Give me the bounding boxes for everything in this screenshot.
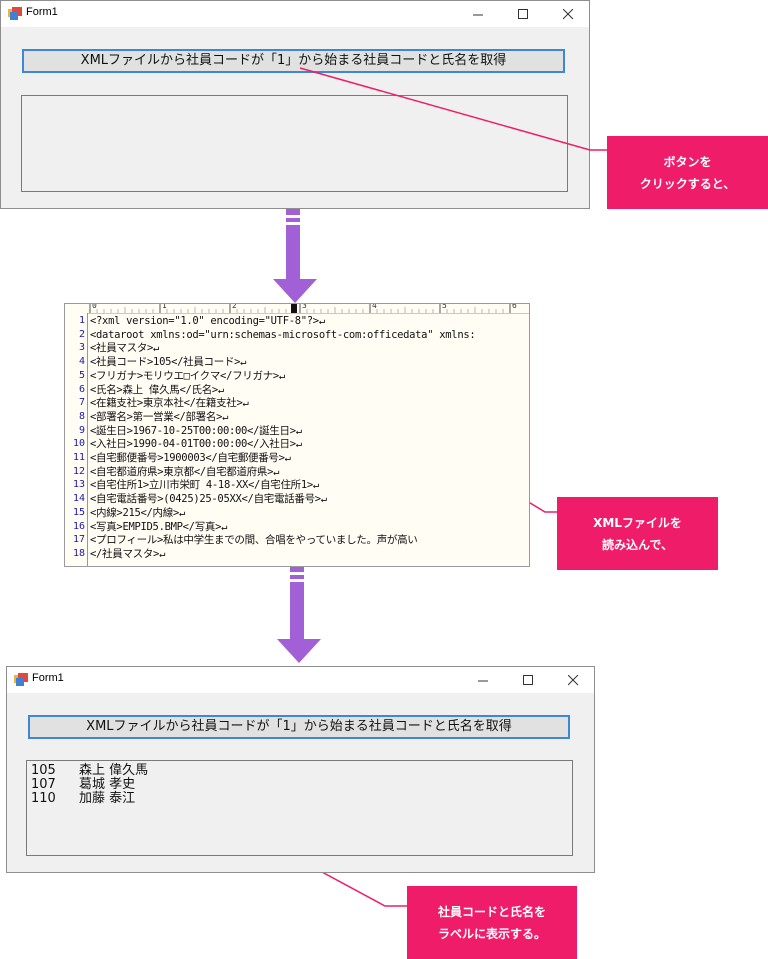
code-line: <写真>EMPID5.BMP</写真>↵ (90, 520, 228, 533)
minimize-icon (473, 14, 483, 16)
employee-code: 110 (31, 791, 56, 806)
ruler-mark: 1 (162, 303, 167, 310)
form1-window-top: Form1 XMLファイルから社員コードが「1」から始まる社員コードと氏名を取得 (0, 0, 590, 209)
callout-read-xml: XMLファイルを 読み込んで、 (557, 497, 718, 570)
ruler-mark: 0 (92, 303, 97, 310)
callout-text-line: ボタンを (663, 154, 712, 169)
callout-click-button: ボタンを クリックすると、 (607, 136, 768, 209)
app-icon (14, 673, 28, 686)
callout-text-line: 社員コードと氏名を (437, 904, 546, 919)
line-number: 1 (78, 315, 85, 326)
fetch-employees-button[interactable]: XMLファイルから社員コードが「1」から始まる社員コードと氏名を取得 (28, 715, 570, 739)
callout-text-line: クリックすると、 (639, 176, 736, 191)
down-arrow-icon (273, 209, 317, 303)
line-number: 7 (78, 397, 85, 409)
callout-text-line: 読み込んで、 (602, 537, 673, 552)
result-label-empty (21, 95, 568, 192)
title-bar[interactable]: Form1 (1, 1, 589, 27)
callout-text-line: XMLファイルを (593, 515, 682, 530)
maximize-button[interactable] (501, 1, 546, 27)
down-arrow-icon (277, 567, 321, 663)
minimize-button[interactable] (456, 1, 501, 27)
minimize-icon (478, 680, 488, 682)
employee-code: 107 (31, 777, 56, 792)
code-line: <内線>215</内線>↵ (90, 506, 185, 519)
result-label: 105 森上 偉久馬 107 葛城 孝史 110 加藤 泰江 (26, 760, 573, 856)
result-row: 105 森上 偉久馬 (31, 764, 148, 778)
fetch-employees-button[interactable]: XMLファイルから社員コードが「1」から始まる社員コードと氏名を取得 (22, 49, 565, 73)
code-line: <入社日>1990-04-01T00:00:00</入社日>↵ (90, 438, 302, 451)
code-line: <氏名>森上 偉久馬</氏名>↵ (90, 383, 224, 396)
line-number: 17 (72, 534, 85, 546)
ruler-mark: 4 (372, 303, 377, 310)
ruler-ticks (89, 304, 511, 313)
code-line: <在籍支社>東京本社</在籍支社>↵ (90, 397, 249, 410)
line-number: 5 (78, 369, 85, 381)
result-row: 107 葛城 孝史 (31, 778, 135, 792)
code-line: </社員マスタ>↵ (90, 547, 166, 560)
maximize-button[interactable] (506, 667, 551, 693)
line-number: 10 (72, 438, 85, 450)
minimize-button[interactable] (461, 667, 506, 693)
window-title: Form1 (26, 6, 58, 18)
employee-name: 葛城 孝史 (79, 777, 136, 792)
line-number: 2 (78, 328, 85, 340)
line-number: 13 (72, 479, 85, 491)
close-icon (568, 675, 579, 686)
code-line: <誕生日>1967-10-25T00:00:00</誕生日>↵ (90, 424, 302, 437)
maximize-icon (518, 9, 528, 19)
line-number: 8 (78, 410, 85, 422)
maximize-icon (523, 675, 533, 685)
ruler-mark: 2 (232, 303, 237, 310)
result-row: 110 加藤 泰江 (31, 792, 135, 806)
employee-name: 森上 偉久馬 (79, 763, 149, 778)
ruler-mark: 3 (302, 303, 307, 310)
employee-name: 加藤 泰江 (79, 791, 136, 806)
title-bar[interactable]: Form1 (7, 667, 594, 693)
code-line: <dataroot xmlns:od="urn:schemas-microsof… (90, 328, 476, 341)
line-number: 4 (78, 356, 85, 368)
line-number: 15 (72, 506, 85, 518)
ruler-mark: 5 (442, 303, 447, 310)
form1-window-bottom: Form1 XMLファイルから社員コードが「1」から始まる社員コードと氏名を取得… (6, 666, 595, 873)
code-line: <部署名>第一営業</部署名>↵ (90, 410, 229, 423)
code-line: <プロフィール>私は中学生までの間、合唱をやっていました。声が高い (90, 534, 418, 547)
line-number: 3 (78, 342, 85, 354)
line-number: 18 (72, 547, 85, 559)
window-title: Form1 (32, 672, 64, 684)
line-number: 12 (72, 465, 85, 477)
code-line: <自宅郵便番号>1900003</自宅郵便番号>↵ (90, 452, 291, 464)
line-number-gutter (65, 313, 88, 566)
ruler: 0 1 2 3 4 5 6 (65, 304, 529, 314)
ruler-cursor-marker (291, 304, 297, 313)
line-number: 11 (72, 452, 85, 463)
code-line: <自宅住所1>立川市栄町 4-18-XX</自宅住所1>↵ (90, 479, 319, 492)
line-number: 14 (72, 493, 85, 505)
code-line: <社員マスタ>↵ (90, 342, 160, 355)
close-button[interactable] (546, 1, 591, 27)
employee-code: 105 (31, 763, 56, 778)
line-number: 6 (78, 383, 85, 395)
code-line: <自宅電話番号>(0425)25-05XX</自宅電話番号>↵ (90, 493, 327, 506)
line-number: 16 (72, 520, 85, 532)
callout-text-line: ラベルに表示する。 (437, 926, 546, 941)
close-button[interactable] (551, 667, 596, 693)
code-line: <?xml version="1.0" encoding="UTF-8"?>↵ (90, 315, 325, 327)
xml-text-editor[interactable]: 0 1 2 3 4 5 6 1 <?xml version="1.0" encod… (64, 303, 530, 567)
line-number: 9 (78, 424, 85, 436)
ruler-mark: 6 (512, 303, 517, 310)
callout-show-in-label: 社員コードと氏名を ラベルに表示する。 (407, 886, 577, 959)
code-line: <フリガナ>モリウエ□イクマ</フリガナ>↵ (90, 369, 285, 382)
app-icon (8, 7, 22, 20)
code-line: <自宅都道府県>東京都</自宅都道府県>↵ (90, 465, 280, 478)
code-line: <社員コード>105</社員コード>↵ (90, 356, 247, 369)
close-icon (563, 9, 574, 20)
